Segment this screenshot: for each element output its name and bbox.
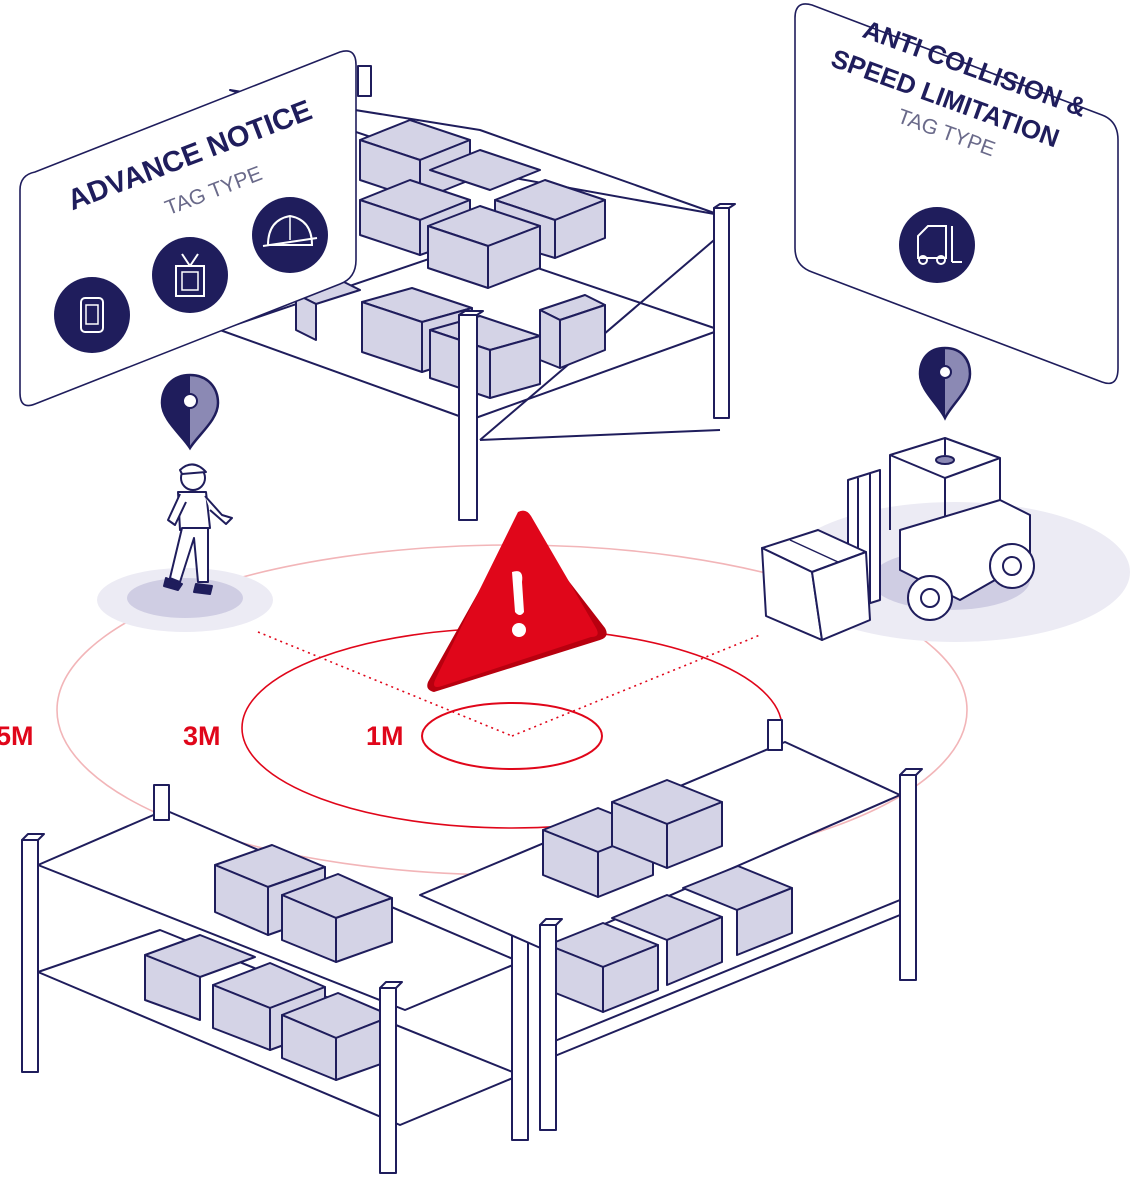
front-left-shelving-unit xyxy=(21,784,535,1174)
warning-triangle-icon xyxy=(427,510,607,692)
range-lines xyxy=(257,631,761,737)
front-right-shelving-unit xyxy=(419,719,923,1131)
back-shelving-unit xyxy=(219,65,736,521)
label-1m: 1M xyxy=(366,721,404,751)
anti-collision-panel: ANTI COLLISION & SPEED LIMITATION TAG TY… xyxy=(794,3,1119,385)
location-pin-forklift-icon xyxy=(918,346,972,421)
location-pin-worker-icon xyxy=(160,373,220,451)
ring-1m xyxy=(421,702,603,770)
forklift-icon xyxy=(899,207,975,283)
label-5m: 5M xyxy=(0,721,34,751)
label-3m: 3M xyxy=(183,721,221,751)
forklift-vehicle xyxy=(761,437,1130,642)
smartwatch-icon xyxy=(54,277,130,353)
hard-hat-icon xyxy=(252,197,328,273)
id-badge-icon xyxy=(152,237,228,313)
worker-figure xyxy=(97,463,273,632)
